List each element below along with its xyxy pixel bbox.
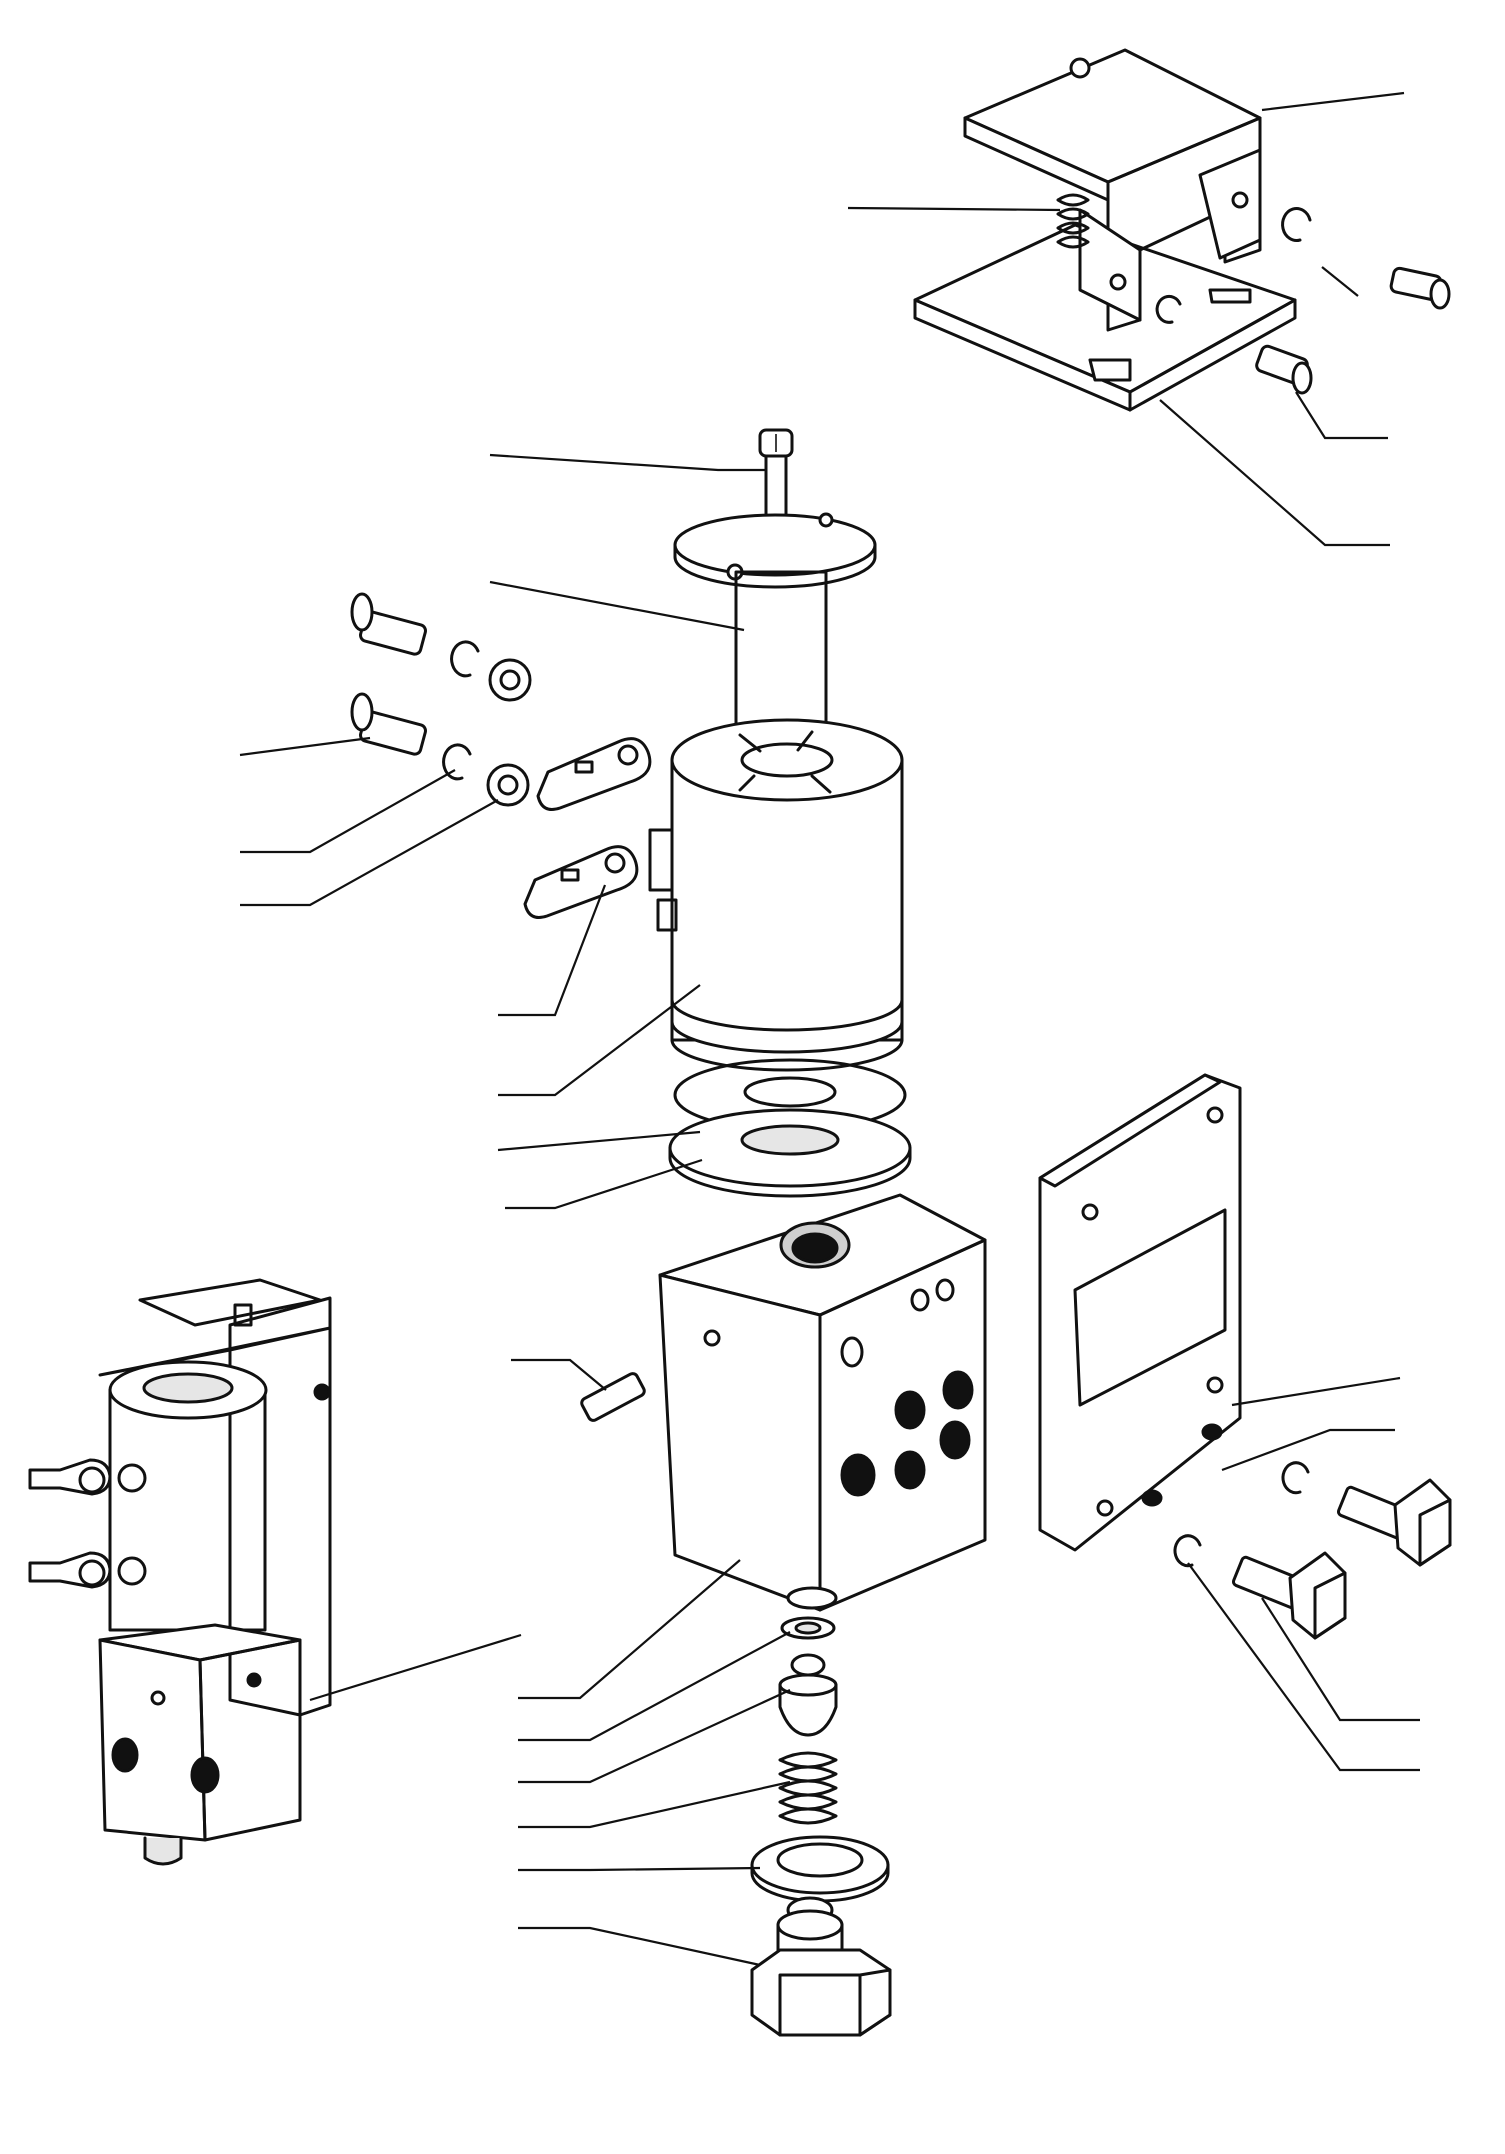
hex-bolt <box>1232 1551 1347 1640</box>
solenoid-stack <box>648 428 912 1198</box>
bracket-spring <box>1056 193 1090 249</box>
valve-seat <box>780 1616 836 1640</box>
lock-washer-icon <box>1281 207 1312 242</box>
set-screw <box>580 1372 646 1422</box>
seal-washer <box>668 1108 912 1198</box>
solenoid-coil <box>648 718 904 1072</box>
spring-washer-icon <box>442 743 472 781</box>
gasket-ring <box>750 1835 890 1903</box>
terminal-hardware <box>350 592 652 919</box>
screw <box>1255 344 1313 395</box>
assembled-valve <box>28 1278 332 1866</box>
screw <box>1389 266 1451 310</box>
terminal-lug <box>28 1458 147 1496</box>
terminal-lug <box>536 737 652 811</box>
valve-plug <box>778 1653 838 1737</box>
valve-body <box>658 1193 987 1612</box>
spring-washer-icon <box>450 640 480 678</box>
mounting-plate <box>913 223 1297 412</box>
flat-washer <box>488 658 532 702</box>
hex-cap-nut <box>750 1896 892 2037</box>
bracket <box>963 48 1262 332</box>
return-spring <box>778 1751 838 1825</box>
name-plate <box>1038 1073 1242 1552</box>
terminal-lug <box>523 845 639 919</box>
flat-washer <box>486 763 530 807</box>
lock-washer-icon <box>1173 1534 1202 1568</box>
terminal-screw <box>350 592 427 656</box>
terminal-lug <box>28 1551 147 1589</box>
leader-lines <box>239 91 1420 1967</box>
hex-bolt <box>1337 1478 1452 1567</box>
lock-washer-icon <box>1155 294 1182 324</box>
terminal-screw <box>350 692 427 756</box>
lock-washer-icon <box>1281 1461 1310 1495</box>
armature-stem <box>673 428 877 589</box>
bracket-assembly <box>913 48 1451 412</box>
